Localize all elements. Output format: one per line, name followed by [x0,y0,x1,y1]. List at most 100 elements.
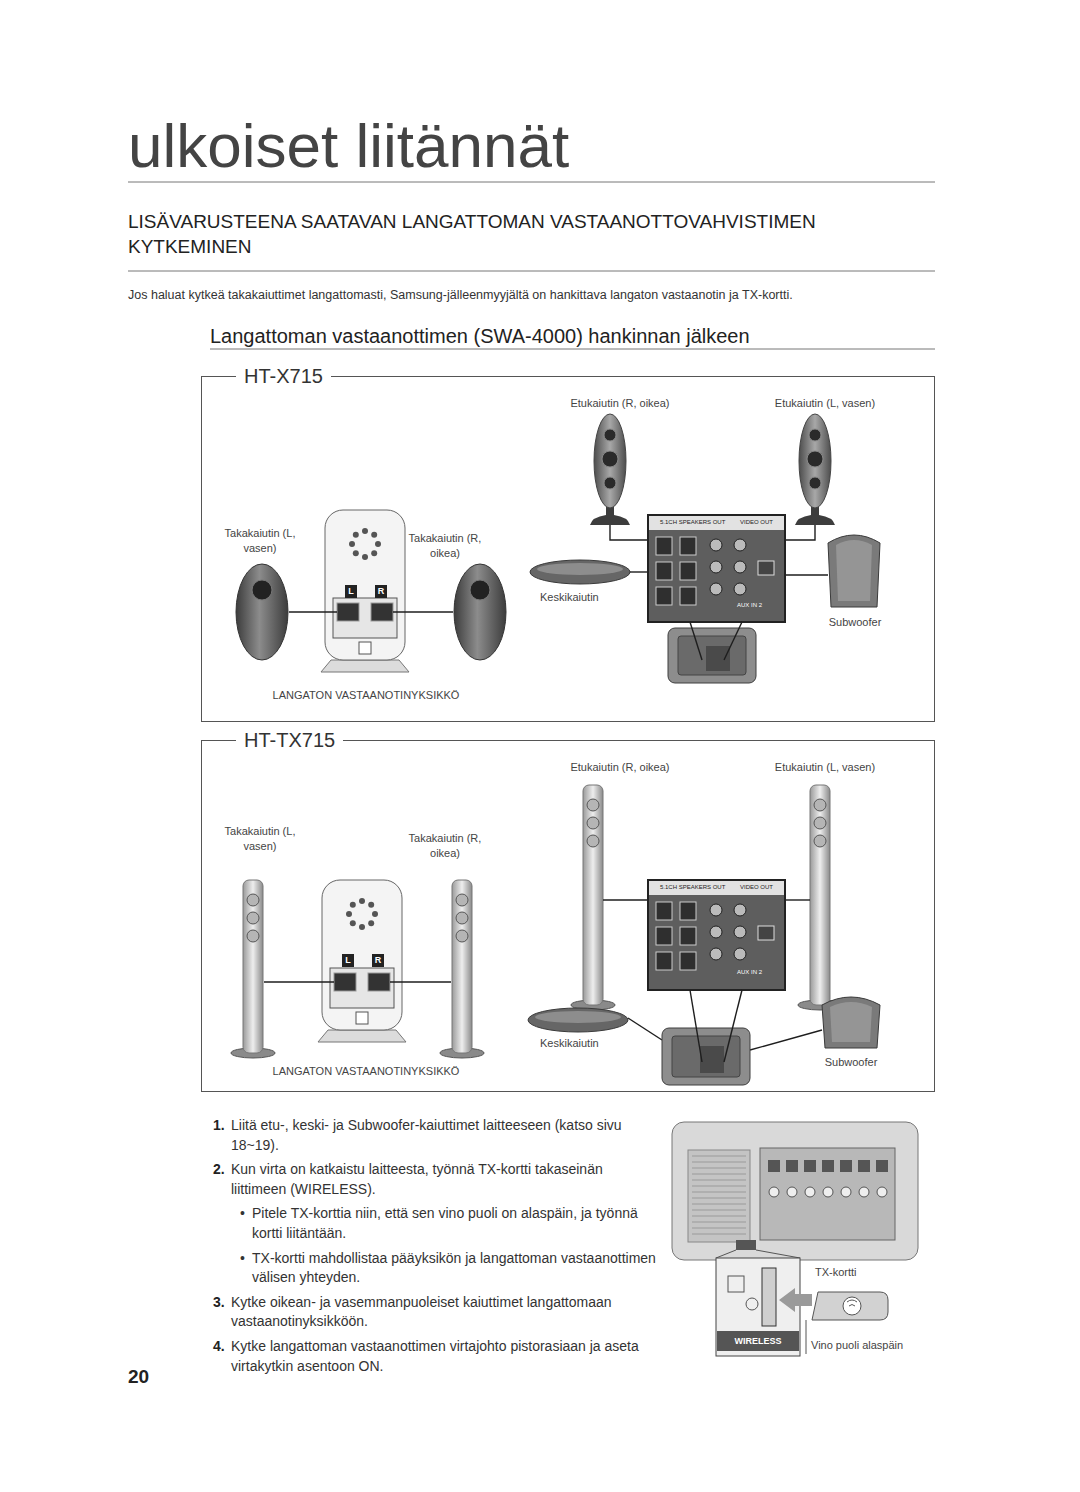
terminal [876,1160,888,1172]
power-socket [356,1012,368,1024]
speaker-driver [604,477,616,489]
speaker-driver [252,580,272,600]
speaker-driver [814,817,826,829]
insert-arrow [779,1288,812,1312]
video-jack [710,539,722,551]
speaker-top [537,563,623,575]
speaker-driver [814,835,826,847]
step-number: 3. [213,1293,225,1313]
led-dot [346,911,352,917]
step-text: Kytke oikean- ja vasemmanpuoleiset kaiut… [231,1293,661,1332]
subwoofer-body [822,997,880,1048]
unit-body [672,1122,918,1260]
rule-line [210,349,935,350]
video-jack [734,904,746,916]
main-unit [668,628,756,683]
panel-marking: 5.1CH SPEAKERS OUT [660,883,725,891]
tower-speaker [571,785,615,1010]
video-jack [710,583,722,595]
unit-body [668,628,756,683]
label-band [717,1331,799,1351]
unit-panel [678,636,746,675]
zoom-line [724,990,742,1062]
speaker-label: Etukaiutin (L, vasen) [765,760,885,775]
grille-line [692,1174,746,1175]
grille-line [692,1162,746,1163]
step-number: 4. [213,1337,225,1357]
speaker-wire [603,899,650,900]
speaker-driver [587,799,599,811]
receiver-base [321,660,409,672]
video-jack [734,583,746,595]
card-slot [736,1240,756,1250]
subwoofer-face [836,540,872,601]
speaker-driver [809,477,821,489]
led-dot [368,902,374,908]
rule-line [128,271,935,272]
speaker-terminal [656,562,672,580]
speaker-terminal [680,952,696,970]
speaker-label: Subwoofer [815,615,895,630]
terminal [768,1160,780,1172]
grille-line [692,1216,746,1217]
speaker-driver [814,799,826,811]
speaker-terminal [656,537,672,555]
receiver-body [322,880,402,1030]
led-dot [353,550,359,556]
panel-body [648,880,785,990]
channel-mark: L [342,954,354,967]
unit-label: LANGATON VASTAANOTINYKSIKKÖ [246,688,486,703]
speaker-body [594,414,626,508]
unit-body [662,1028,750,1085]
terminal [804,1160,816,1172]
speaker-label: Keskikaiutin [540,590,599,605]
speaker-wire [784,899,810,900]
front-speaker [795,414,835,525]
main-unit [662,1028,750,1085]
grille-line [692,1198,746,1199]
speaker-body [243,880,263,1053]
center-speaker [528,1008,628,1032]
subwoofer-body [828,535,880,607]
speaker-terminal [371,603,393,621]
main-unit-back [672,1122,918,1260]
terminal [840,1160,852,1172]
speaker-driver [247,894,259,906]
terminal-panel [333,598,397,638]
closeup-frame [716,1258,800,1356]
center-speaker [530,560,630,584]
video-jack [734,539,746,551]
terminal [858,1160,870,1172]
zoom-line [756,1250,800,1258]
tower-speaker [440,880,484,1058]
speaker-body [810,785,830,1005]
subwoofer [828,535,880,607]
video-jack [734,926,746,938]
grille-line [692,1234,746,1235]
grille-line [692,1222,746,1223]
speaker-driver [587,817,599,829]
optical-port [758,926,774,940]
bullet: • [240,1249,245,1269]
speaker-terminal [680,587,696,605]
rear-speaker [236,564,288,660]
led-dot [350,902,356,908]
panel-heading: HT-TX715 [236,727,343,753]
speaker-wire [784,574,828,575]
panel-strip [649,881,784,895]
speaker-terminal [656,902,672,920]
speaker-body [528,1008,628,1032]
led-dot [362,554,368,560]
channel-mark: L [345,585,357,598]
port-icon [746,1298,758,1310]
led-dot [368,920,374,926]
part-label: Vino puoli alaspäin [811,1338,903,1353]
grille-line [692,1180,746,1181]
slot-closeup [716,1258,800,1356]
zoom-line [690,622,702,660]
channel-mark: R [375,585,387,598]
page-title: ulkoiset liitännät [128,112,569,180]
led-dot [362,528,368,534]
speaker-driver [809,429,821,441]
